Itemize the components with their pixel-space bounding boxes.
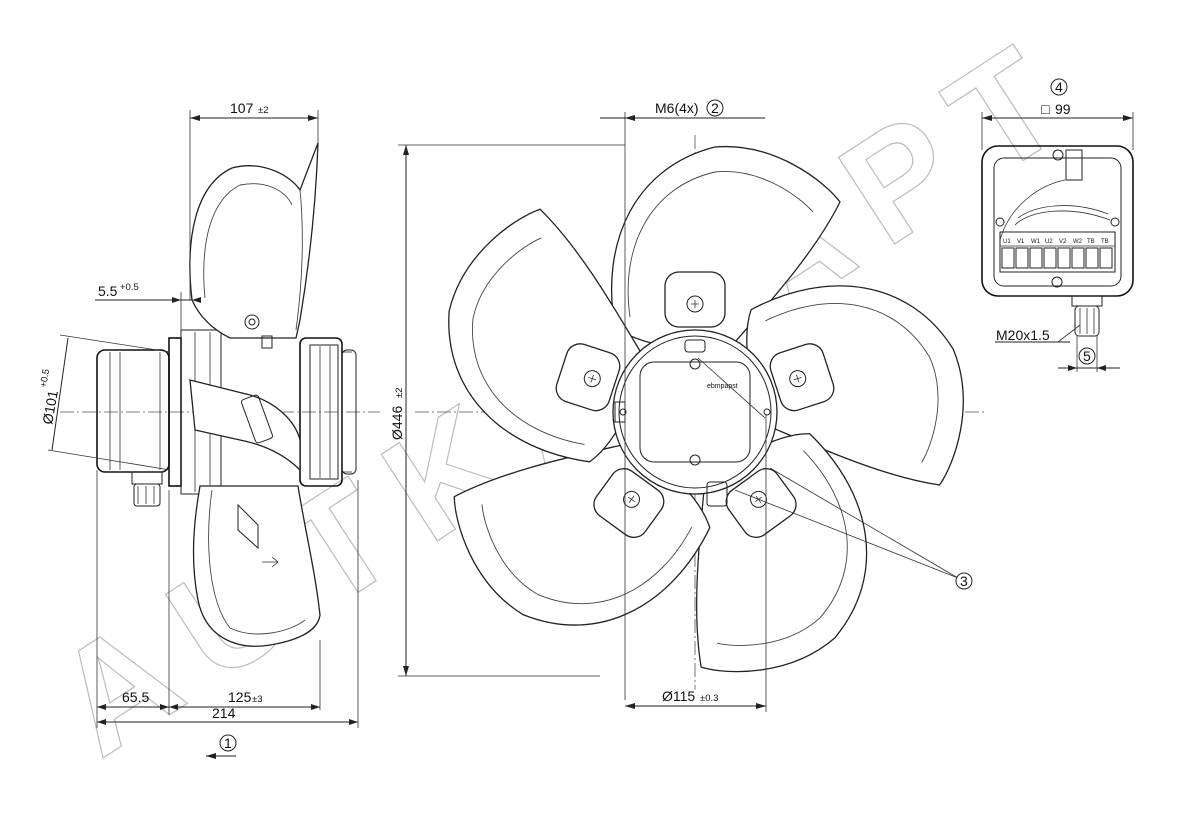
cable-gland [1074, 305, 1100, 337]
airflow-arrow-icon [206, 753, 216, 759]
dim-motor-diameter: Ø101 +0.5 [38, 334, 171, 471]
terminal-label: W1 [1031, 239, 1041, 245]
svg-text:3: 3 [960, 573, 968, 589]
terminal-block [1043, 247, 1057, 269]
terminal-box-housing [981, 145, 1134, 297]
dim-body-length-tol: ±3 [252, 694, 263, 705]
terminal-block [1029, 247, 1043, 269]
blade-brackets [555, 271, 835, 538]
terminal-block [1001, 247, 1015, 269]
hub-brand-label: ebmpapst [707, 383, 738, 390]
dim-mount-thread-value: M6(4x) [655, 100, 699, 116]
dim-motor-diameter-tol: +0.5 [38, 368, 52, 388]
callout-mount: 2 [711, 100, 719, 116]
dim-flange-offset-value: 5.5 [98, 283, 118, 299]
side-blade-lower [189, 379, 321, 647]
dim-flange-offset-tol: +0.5 [120, 282, 139, 293]
terminal-box: 4 □ 99 U1 V1 W1 U2 V2 W2 TB TB 5 M20x1.5 [981, 78, 1134, 372]
dim-hub-diameter-value: Ø115 [662, 688, 695, 704]
terminal-block [1085, 247, 1099, 269]
dim-blade-depth-tol: ±2 [258, 105, 269, 116]
dim-mount-thread: M6(4x) 2 [600, 99, 767, 712]
dim-total-length: 214 [212, 705, 236, 721]
terminal-blocks: U1 V1 W1 U2 V2 W2 TB TB [1001, 239, 1113, 269]
terminal-block [1071, 247, 1085, 269]
terminal-label: TB [1101, 239, 1109, 245]
terminal-block [1057, 247, 1071, 269]
callout-gland: 5 [1083, 348, 1091, 364]
dim-blade-depth: 107 ±2 [189, 100, 319, 300]
terminal-label: V2 [1059, 239, 1067, 245]
side-view: 107 ±2 5.5 +0.5 Ø101 +0.5 [38, 100, 380, 759]
dim-impeller-diameter-value: Ø446 [389, 406, 405, 440]
hub: ebmpapst [612, 329, 778, 507]
dim-motor-length: 65.5 [122, 689, 149, 705]
dim-body-length-value: 125 [228, 689, 252, 705]
side-blade-upper [189, 142, 319, 349]
callout-airflow: 1 [206, 734, 237, 759]
impeller-blades: ebmpapst [448, 145, 964, 673]
callout-blades: 3 [734, 467, 973, 590]
dim-motor-diameter-value: Ø101 [39, 389, 61, 426]
terminal-block [1015, 247, 1029, 269]
terminal-label: V1 [1017, 239, 1025, 245]
terminal-label: TB [1087, 239, 1095, 245]
svg-text:1: 1 [224, 735, 232, 751]
front-view: ebmpapst Ø446 ±2 M6(4x) 2 [389, 99, 985, 712]
callout-box: 4 [1055, 79, 1063, 95]
dim-bottom-lengths: 65.5 125 ±3 214 [96, 470, 359, 728]
dim-flange-offset: 5.5 +0.5 [95, 282, 201, 330]
terminal-strip [999, 231, 1116, 273]
dim-box-size: 99 [1055, 101, 1071, 117]
dim-impeller-diameter-tol: ±2 [394, 388, 405, 399]
terminal-block [1099, 247, 1113, 269]
dim-cable-gland: M20x1.5 [996, 327, 1050, 343]
dim-blade-depth-value: 107 [230, 100, 254, 116]
rotor-hub [299, 337, 357, 487]
dim-hub-diameter: Ø115 ±0.3 [625, 688, 766, 709]
dim-impeller-diameter: Ø446 ±2 [389, 144, 625, 677]
terminal-label: U1 [1003, 239, 1011, 245]
terminal-label: U2 [1045, 239, 1053, 245]
dim-hub-diameter-tol: ±0.3 [700, 693, 718, 704]
terminal-label: W2 [1073, 239, 1083, 245]
dim-box-square-icon: □ [1041, 101, 1050, 117]
